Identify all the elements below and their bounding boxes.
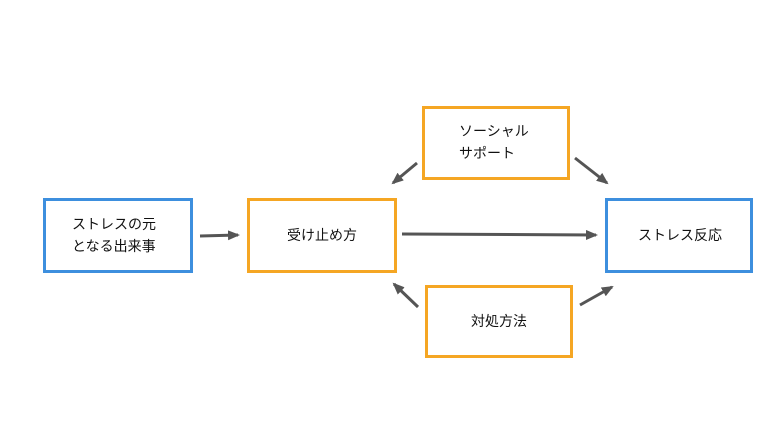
arrow-social-support-to-response [574, 156, 609, 185]
node-appraisal: 受け止め方 [247, 198, 397, 273]
arrow-coping-to-appraisal [392, 282, 420, 309]
node-coping: 対処方法 [425, 285, 573, 358]
node-stress-response: ストレス反応 [605, 198, 753, 273]
arrow-source-to-appraisal [199, 230, 240, 241]
arrow-appraisal-to-response [401, 229, 598, 240]
node-coping-label: 対処方法 [471, 313, 527, 330]
node-stress-source: ストレスの元 となる出来事 [43, 198, 193, 273]
node-stress-response-label: ストレス反応 [638, 227, 722, 244]
arrow-social-support-to-appraisal [391, 161, 418, 185]
node-appraisal-label: 受け止め方 [287, 227, 357, 244]
node-social-support-label: ソーシャル サポート [459, 124, 529, 162]
arrow-coping-to-response [579, 285, 614, 307]
node-social-support: ソーシャル サポート [422, 106, 570, 180]
node-stress-source-label: ストレスの元 となる出来事 [72, 216, 156, 255]
